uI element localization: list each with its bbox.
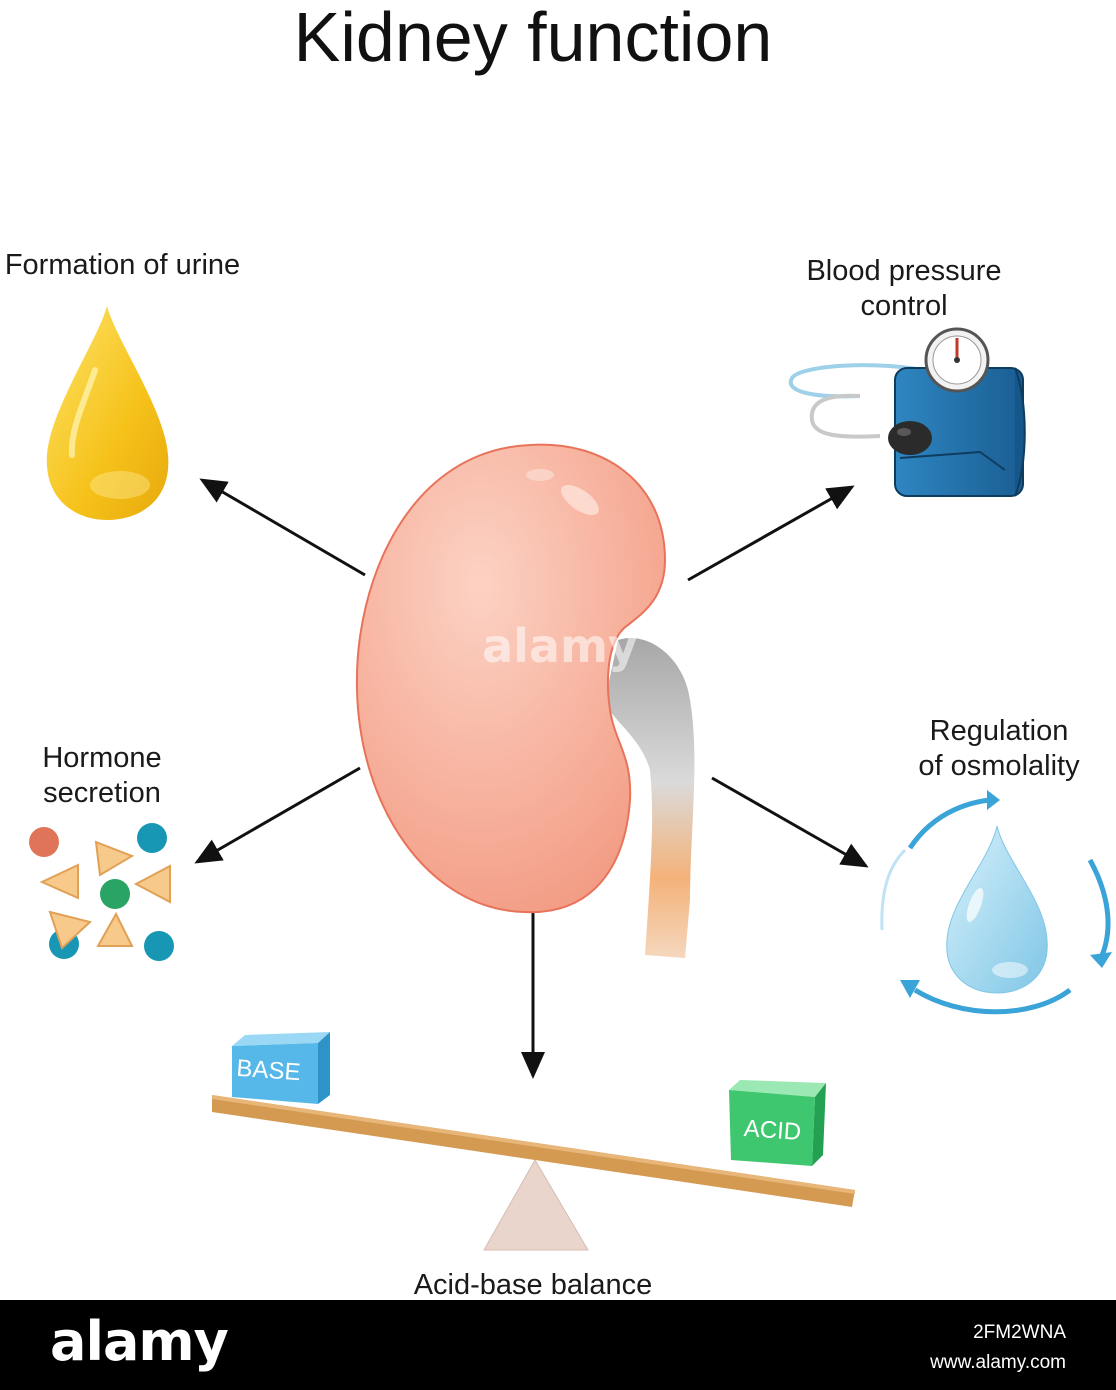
label-blood-pressure-control: Blood pressure control [790,254,1018,324]
blood-pressure-cuff-icon [788,327,1026,497]
watermark: alamy [482,619,638,673]
kidney-icon [355,443,667,914]
footer-bar: alamy 2FM2WNA www.alamy.com [0,1300,1116,1390]
diagram-canvas: BASE ACID alamy [29,306,1112,1251]
arrow-to-blood-pressure [687,485,855,582]
label-osmolality-line1: Regulation [929,715,1069,747]
label-regulation-of-osmolality: Regulation of osmolality [905,714,1093,784]
arrow-to-osmolality [711,776,869,868]
ureter [605,638,695,958]
label-blood-pressure-line1: Blood pressure [806,255,1002,287]
label-osmolality-line2: of osmolality [918,750,1080,782]
balance-scale-icon: BASE ACID [212,1032,855,1251]
base-block-label: BASE [236,1055,302,1086]
label-hormone-line1: Hormone [42,742,162,774]
label-formation-of-urine: Formation of urine [4,249,241,281]
urine-drop-icon [46,306,169,520]
acid-block-label: ACID [743,1115,802,1146]
water-drop-cycle-icon [880,790,1112,1015]
acid-block [729,1080,826,1166]
hormone-molecules-icon [29,823,174,961]
label-hormone-secretion: Hormone secretion [22,741,182,811]
label-hormone-line2: secretion [43,777,161,809]
label-blood-pressure-line2: control [860,290,948,322]
footer-site: www.alamy.com [930,1352,1066,1373]
arrow-to-urine [199,478,366,577]
arrows [194,478,869,1079]
footer-brand-logo: alamy [50,1310,229,1373]
base-block [232,1032,330,1104]
page-title: Kidney function [293,0,773,76]
footer-image-id: 2FM2WNA [973,1322,1066,1343]
arrow-to-hormone [194,766,361,864]
label-acid-base-balance: Acid-base balance [413,1269,653,1301]
